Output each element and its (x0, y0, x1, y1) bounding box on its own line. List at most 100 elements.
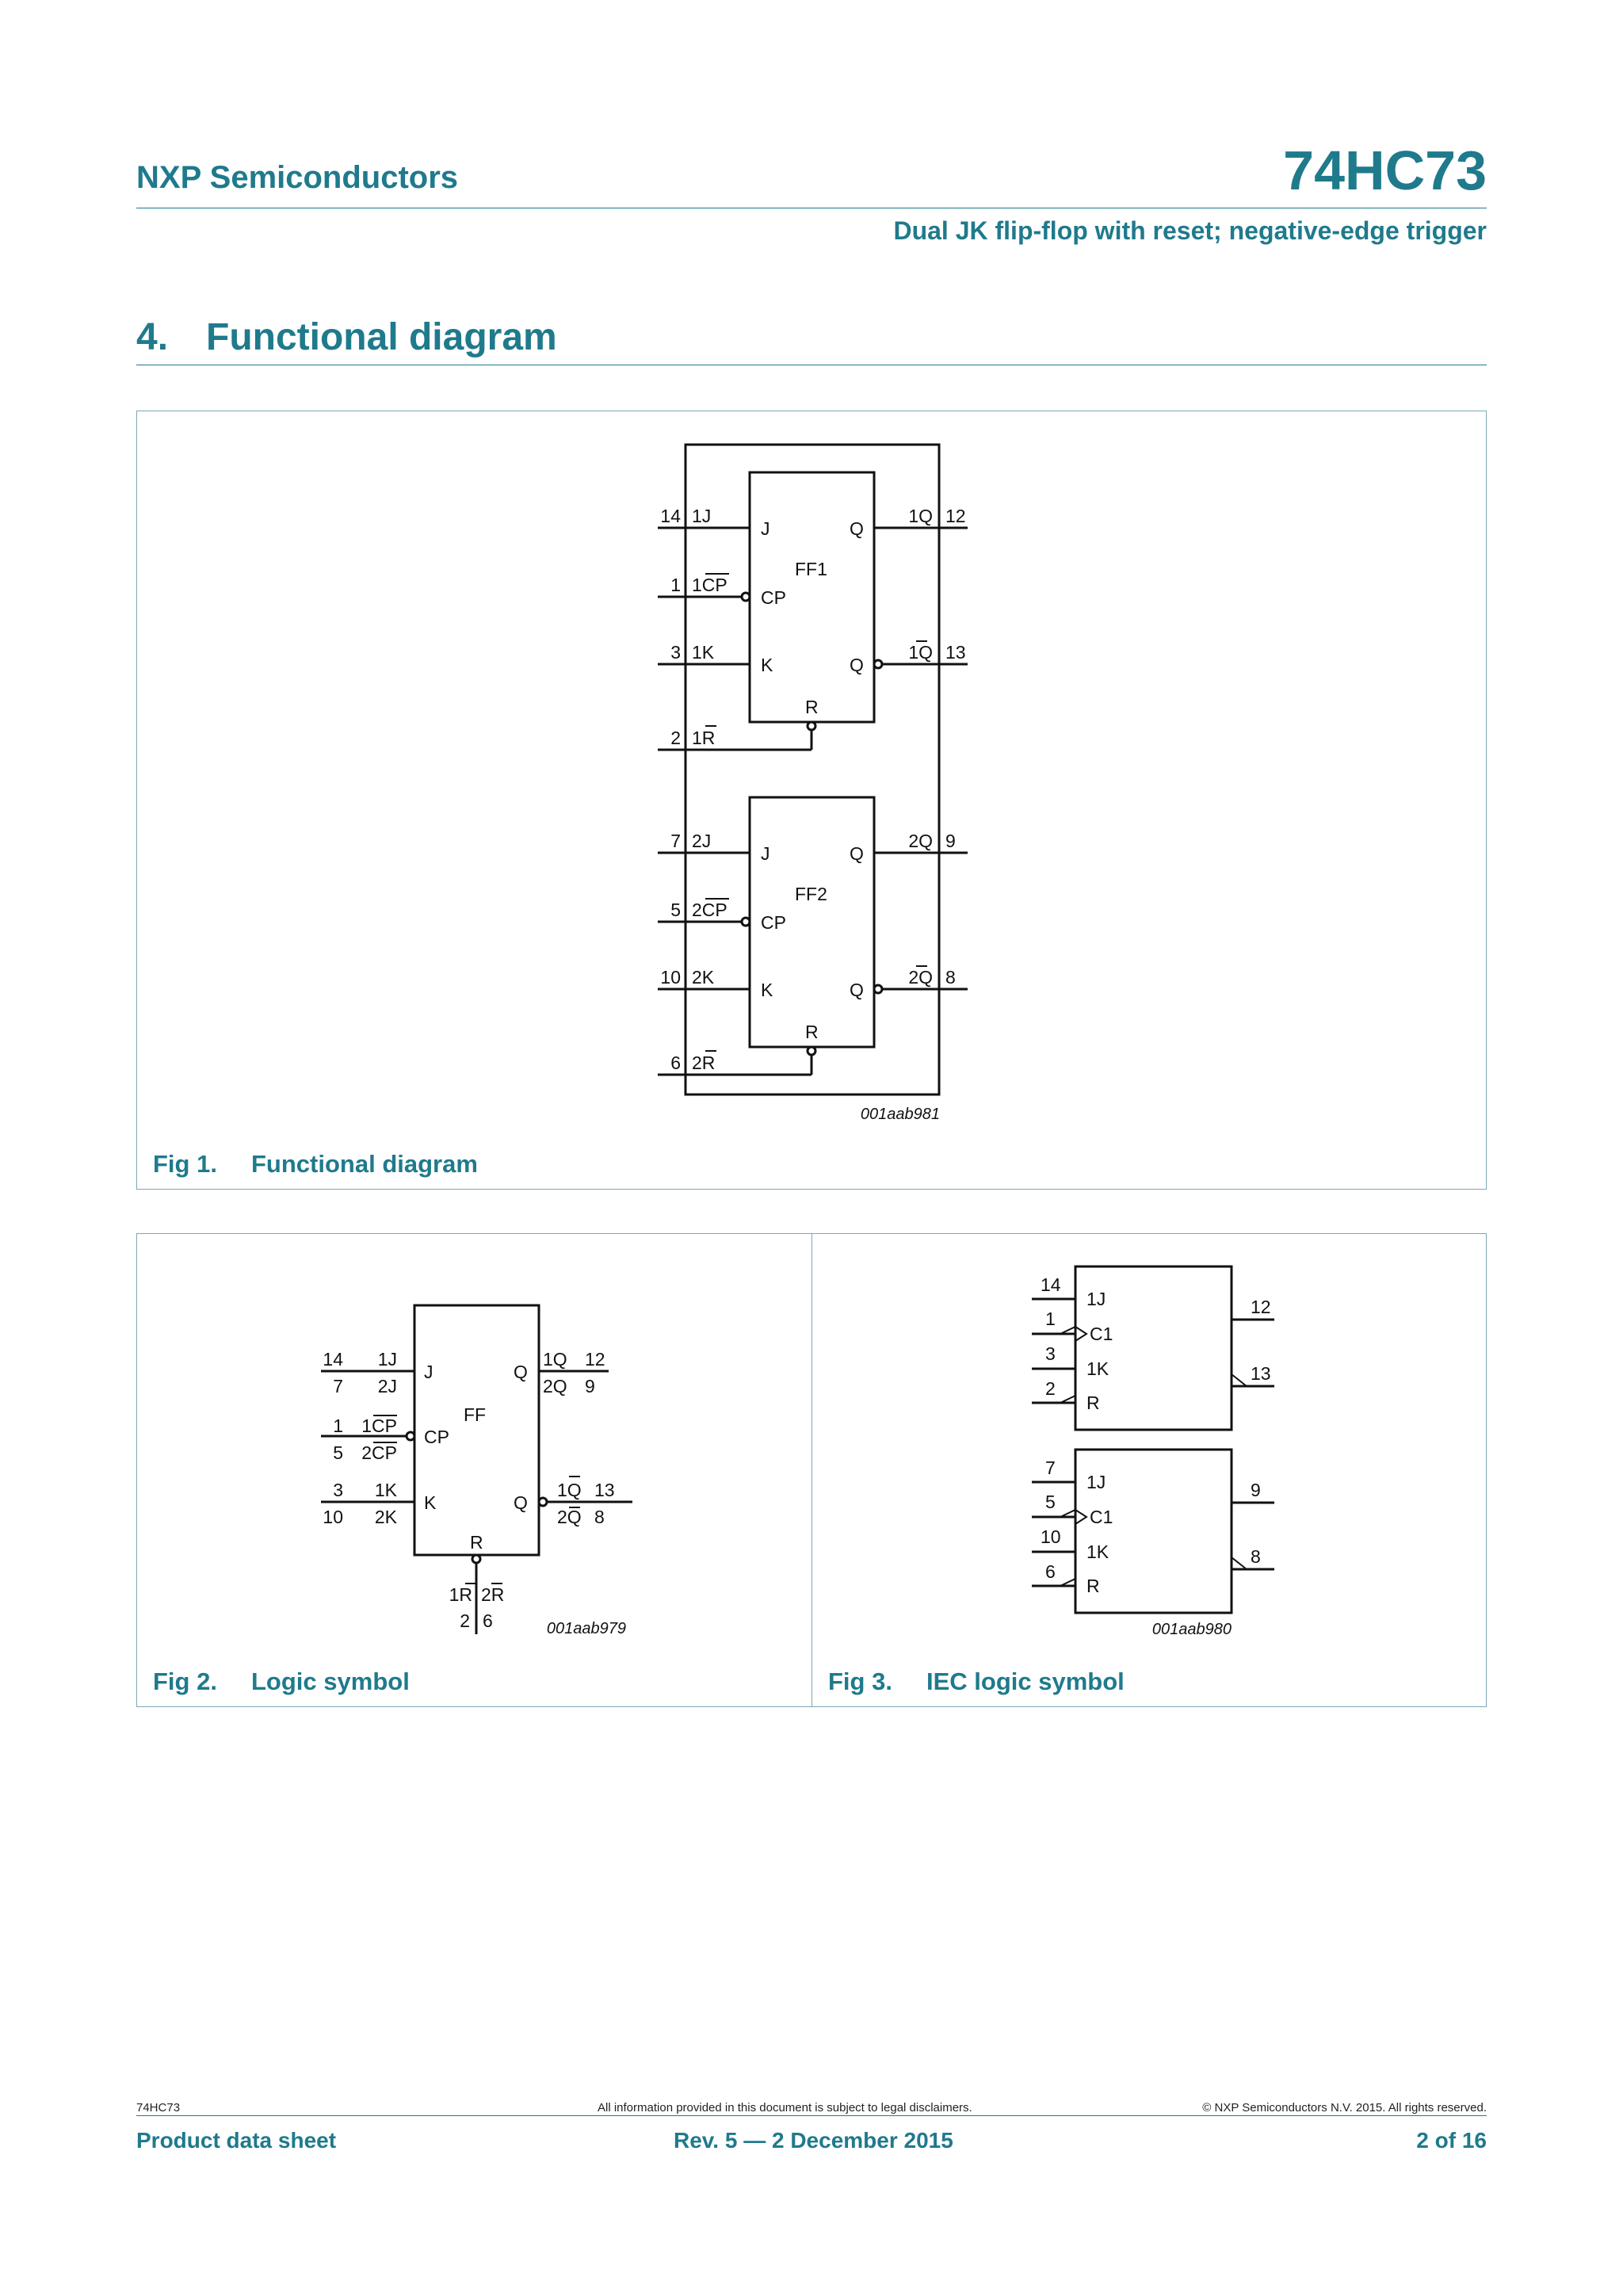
ff2-pin-num: 6 (670, 1052, 681, 1073)
ff2-out-num: 8 (945, 967, 956, 988)
ff2-qn-label: Q (850, 980, 864, 1000)
iec-pin-label: 1K (1086, 1541, 1109, 1562)
ff1-pin-label: 1J (692, 506, 711, 526)
figure-2-number: Fig 2. (153, 1668, 217, 1695)
iec-pin-label: R (1086, 1576, 1100, 1596)
out-label: 2Q (557, 1507, 582, 1527)
ff1-name: FF1 (795, 559, 827, 579)
ff2-k-label: K (761, 980, 773, 1000)
figure-2-caption: Fig 2. Logic symbol (153, 1668, 410, 1696)
ff1-pin-label: 1K (692, 642, 715, 663)
ff-name: FF (464, 1404, 486, 1425)
pin-label: 2J (378, 1376, 397, 1396)
section-title: 4. Functional diagram (136, 315, 557, 359)
iec-pin-label: 1J (1086, 1289, 1106, 1309)
out-num: 12 (585, 1349, 605, 1370)
ff1-j-label: J (761, 518, 770, 539)
pin-label: 2CP (361, 1442, 397, 1463)
reset-num: 2 (460, 1610, 470, 1631)
figure-ref: 001aab981 (861, 1106, 940, 1123)
figure-ref: 001aab979 (547, 1620, 626, 1637)
iec-pin-label: 1J (1086, 1472, 1106, 1492)
ff-r-label: R (470, 1532, 483, 1553)
iec-out-num: 13 (1251, 1363, 1271, 1384)
ff1-r-label: R (805, 697, 819, 717)
iec-out-num: 12 (1251, 1297, 1271, 1317)
pin-num: 10 (323, 1507, 343, 1527)
iec-logic-symbol: 14 1J 1 C1 3 1K 2 R 12 13 7 1J 5 C1 10 1… (1032, 1265, 1274, 1638)
reset-label: 2R (481, 1584, 504, 1605)
ff1-k-label: K (761, 655, 773, 675)
footer-revision: Rev. 5 — 2 December 2015 (674, 2128, 953, 2153)
pin-num: 5 (333, 1442, 343, 1463)
ff2-out-label: 2Q (908, 831, 933, 851)
reset-label: 1R (449, 1584, 472, 1605)
ff2-out-num: 9 (945, 831, 956, 851)
footer-copyright: © NXP Semiconductors N.V. 2015. All righ… (1202, 2101, 1487, 2115)
ff2-cp-label: CP (761, 912, 786, 933)
footer-doc-type: Product data sheet (136, 2128, 337, 2153)
iec-pin-num: 14 (1041, 1274, 1061, 1295)
pin-num: 3 (333, 1480, 343, 1500)
reset-num: 6 (483, 1610, 493, 1631)
section-title-text: Functional diagram (206, 316, 557, 358)
iec-pin-num: 1 (1045, 1308, 1056, 1329)
ff2-pin-label: 2CP (692, 900, 727, 920)
pin-num: 7 (333, 1376, 343, 1396)
footer-disclaimer: All information provided in this documen… (598, 2101, 972, 2115)
iec-pin-label: R (1086, 1392, 1100, 1413)
ff-cp-label: CP (424, 1427, 449, 1447)
ff2-pin-label: 2R (692, 1052, 715, 1073)
ff1-out-label: 1Q (908, 506, 933, 526)
out-label: 1Q (557, 1480, 582, 1500)
iec-pin-num: 3 (1045, 1343, 1056, 1364)
ff1-q-label: Q (850, 518, 864, 539)
iec-pin-num: 2 (1045, 1378, 1056, 1399)
ff2-j-label: J (761, 843, 770, 864)
ff2-pin-label: 2J (692, 831, 711, 851)
ff2-out-label: 2Q (908, 967, 933, 988)
iec-pin-num: 5 (1045, 1492, 1056, 1512)
pin-label: 1K (375, 1480, 398, 1500)
pin-label: 2K (375, 1507, 398, 1527)
footer-doc-id: 74HC73 (136, 2101, 181, 2115)
ff2-pin-num: 7 (670, 831, 681, 851)
pin-label: 1CP (361, 1415, 397, 1436)
functional-diagram: FF1 J CP K Q Q R 14 1J 1 1CP 3 1K 2 1R 1… (658, 443, 968, 1123)
ff2-q-label: Q (850, 843, 864, 864)
pin-label: 1J (378, 1349, 397, 1370)
ff1-pin-num: 3 (670, 642, 681, 663)
ff-qn-label: Q (514, 1492, 528, 1513)
footer-rule (136, 2115, 1487, 2116)
iec-pin-label: C1 (1090, 1324, 1113, 1344)
ff2-name: FF2 (795, 884, 827, 904)
iec-out-num: 9 (1251, 1480, 1261, 1500)
ff1-qn-label: Q (850, 655, 864, 675)
iec-pin-label: C1 (1090, 1507, 1113, 1527)
out-num: 13 (594, 1480, 615, 1500)
company-name: NXP Semiconductors (136, 160, 459, 195)
logic-symbol: FF J CP K Q Q R 14 1J 7 2J 1 1CP 5 2CP 3… (321, 1304, 632, 1637)
ff1-pin-num: 2 (670, 728, 681, 748)
ff-k-label: K (424, 1492, 437, 1513)
document-subtitle: Dual JK flip-flop with reset; negative-e… (893, 216, 1487, 245)
pin-num: 14 (323, 1349, 343, 1370)
out-label: 2Q (543, 1376, 567, 1396)
ff-q-label: Q (514, 1362, 528, 1382)
iec-pin-num: 7 (1045, 1457, 1056, 1478)
out-num: 9 (585, 1376, 595, 1396)
figure-1-title: Functional diagram (251, 1150, 478, 1178)
ff1-pin-num: 14 (660, 506, 681, 526)
ff2-pin-num: 5 (670, 900, 681, 920)
ff-j-label: J (424, 1362, 433, 1382)
out-label: 1Q (543, 1349, 567, 1370)
figure-1-frame: FF1 J CP K Q Q R 14 1J 1 1CP 3 1K 2 1R 1… (136, 411, 1487, 1190)
out-num: 8 (594, 1507, 605, 1527)
ff2-pin-label: 2K (692, 967, 715, 988)
ff1-out-num: 12 (945, 506, 966, 526)
figure-2-3-frame: FF J CP K Q Q R 14 1J 7 2J 1 1CP 5 2CP 3… (136, 1233, 1487, 1707)
figure-3-caption: Fig 3.IEC logic symbol (828, 1668, 1125, 1696)
ff1-pin-label: 1R (692, 728, 715, 748)
figure-2-title: Logic symbol (251, 1668, 410, 1695)
section-number: 4. (136, 316, 169, 358)
